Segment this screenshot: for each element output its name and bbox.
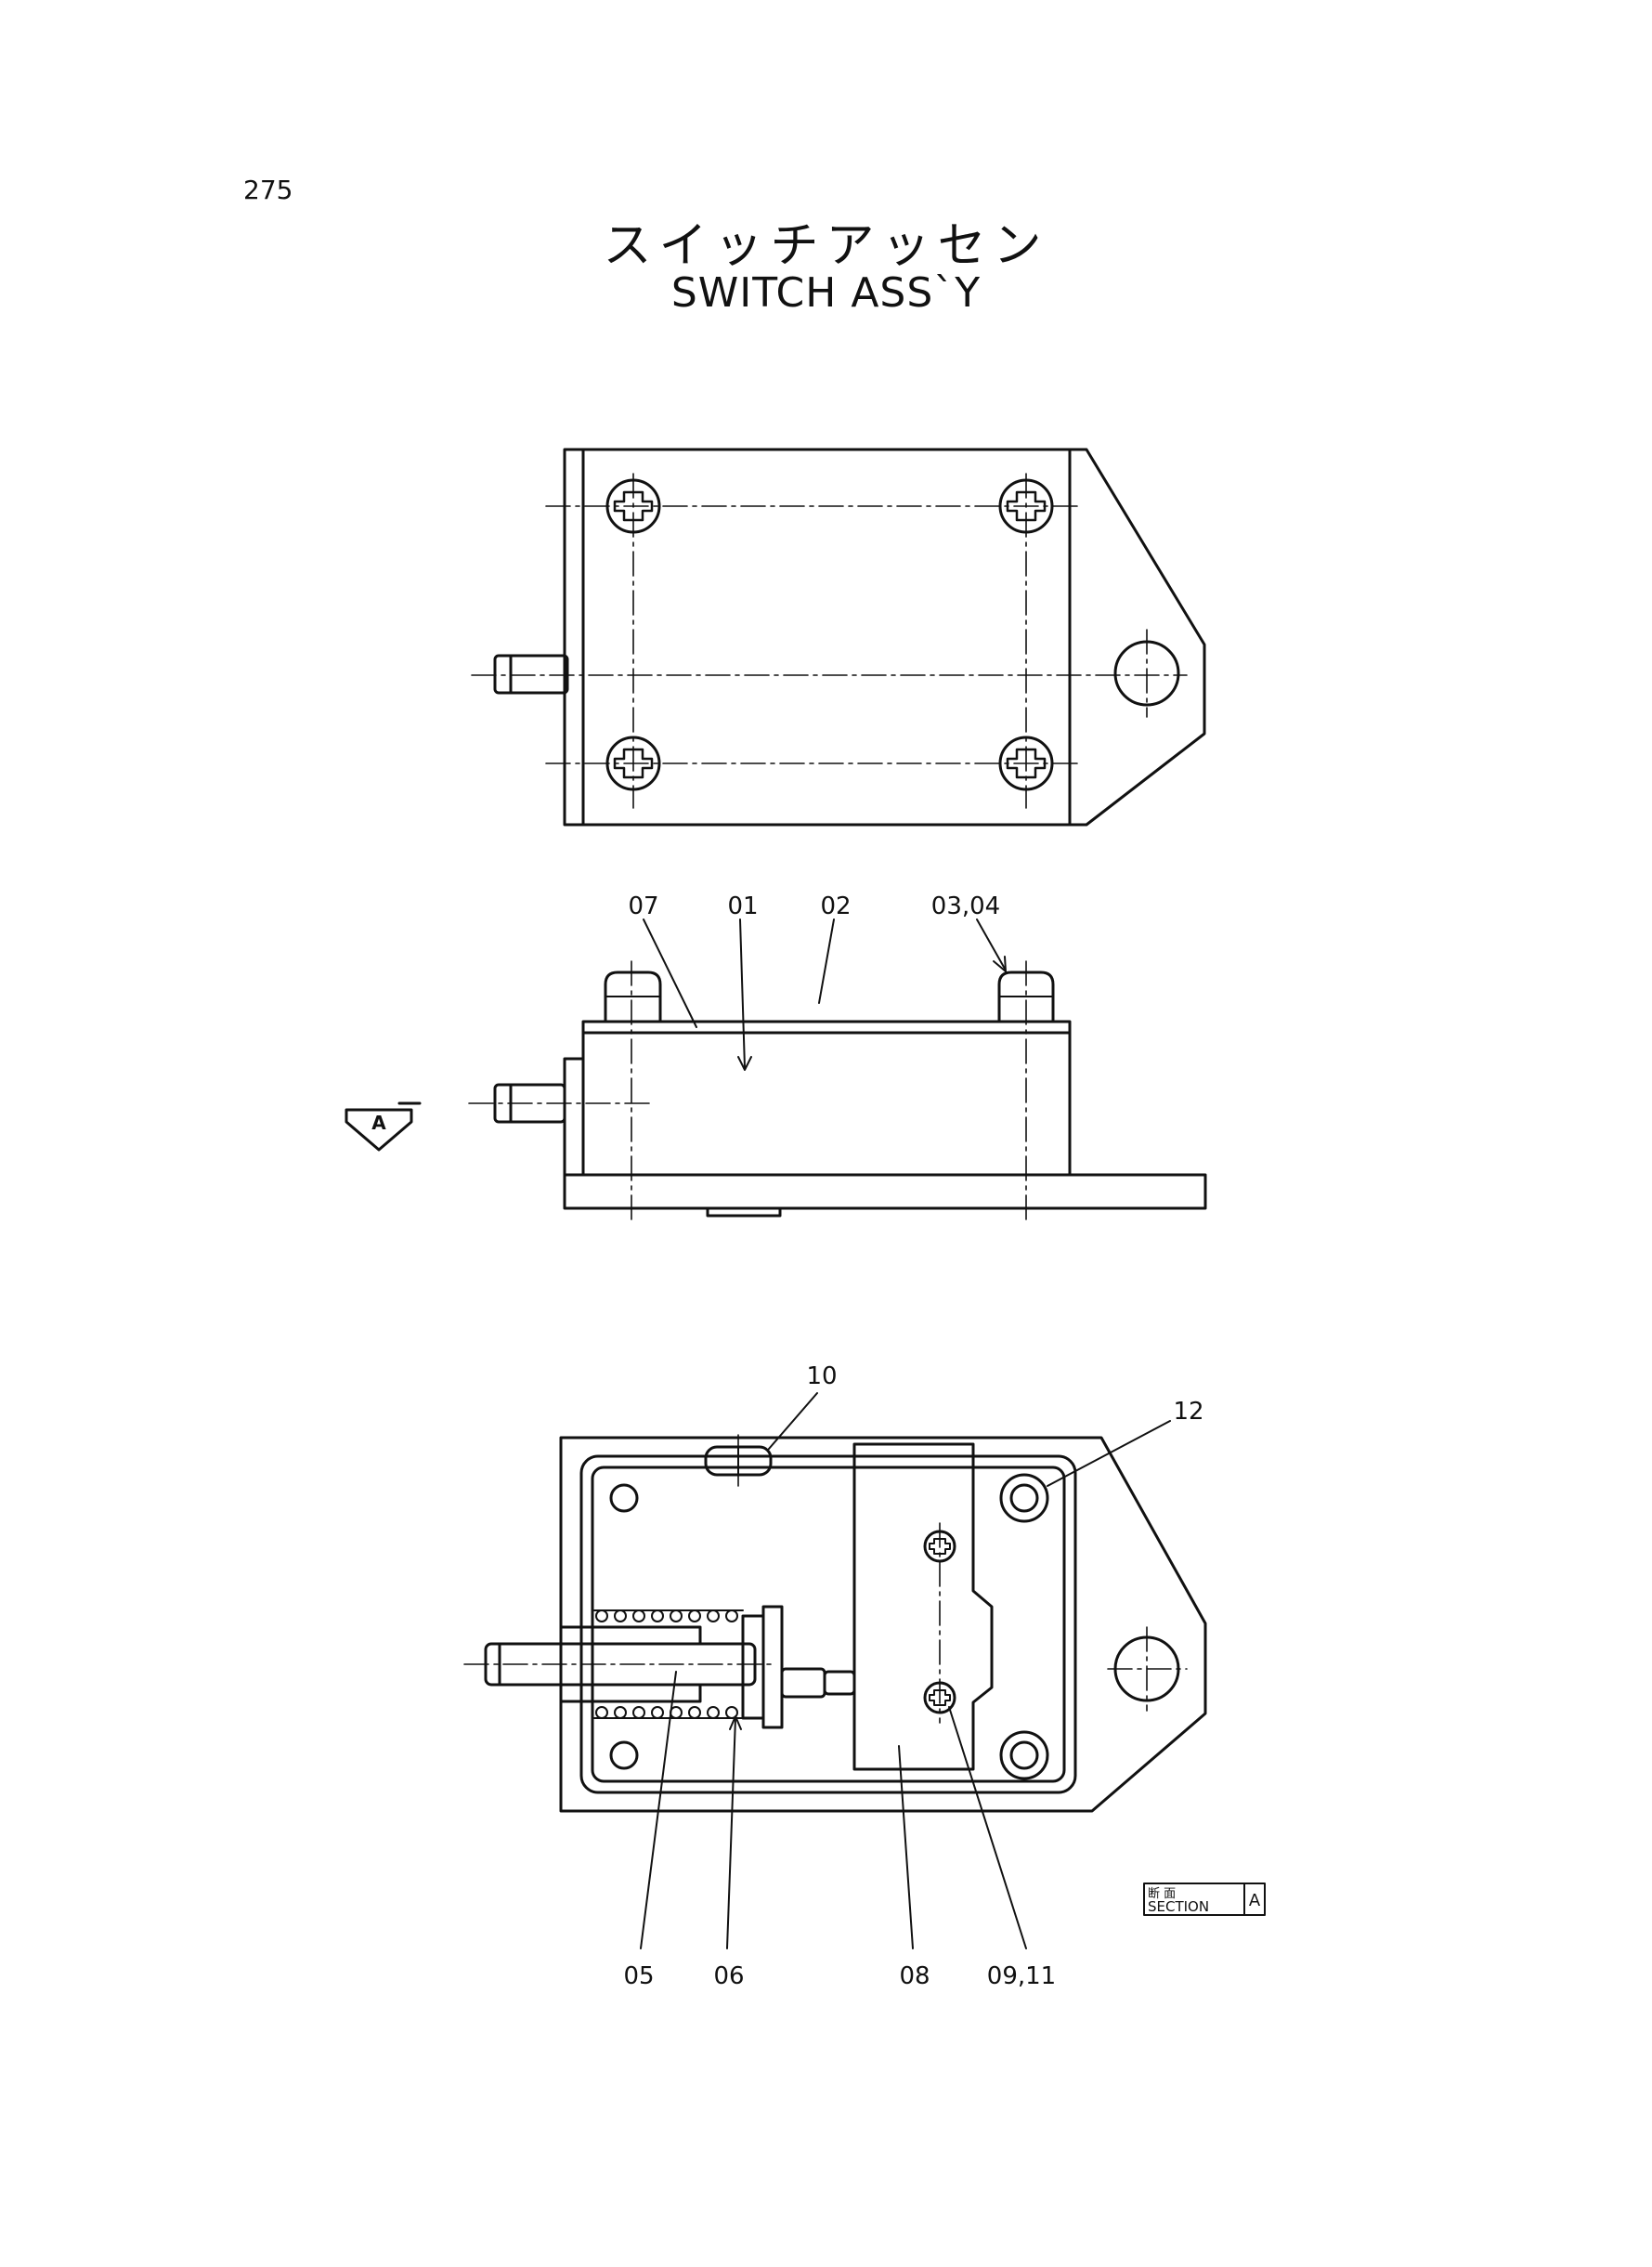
section-label-jp: 断 面 bbox=[1148, 1887, 1176, 1901]
side-view: A 07 01 02 03,04 bbox=[345, 892, 1207, 1225]
side-view-bottom-stud bbox=[706, 1206, 782, 1218]
top-view-outline bbox=[563, 448, 1206, 827]
washer-part-12-icon bbox=[999, 1473, 1049, 1523]
top-view-centerlines bbox=[471, 473, 1188, 809]
top-view-plunger bbox=[493, 654, 569, 695]
section-marker-A: A bbox=[345, 1101, 422, 1152]
section-view-leaders bbox=[640, 1392, 1171, 1949]
callout-07: 07 bbox=[628, 892, 658, 920]
side-view-leaders bbox=[643, 919, 1007, 1071]
plunger-stem bbox=[780, 1667, 826, 1699]
callout-08: 08 bbox=[899, 1962, 930, 1990]
section-view: 10 12 05 06 08 09,11 断 面 SECTION A bbox=[463, 1362, 1266, 1990]
side-view-plunger-boss bbox=[563, 1057, 585, 1177]
side-view-body bbox=[581, 1020, 1072, 1177]
callout-03-04: 03,04 bbox=[931, 892, 1000, 920]
switch-actuator-pin bbox=[823, 1670, 856, 1696]
section-view-inner-wall-outer bbox=[579, 1454, 1077, 1794]
plunger-guide-lower bbox=[559, 1683, 702, 1703]
title-japanese: スイッチアッセン bbox=[603, 218, 1049, 274]
callout-02: 02 bbox=[820, 892, 851, 920]
plunger-guide-upper bbox=[559, 1625, 702, 1646]
plunger-head bbox=[741, 1614, 765, 1720]
boss-bottom-left bbox=[609, 1740, 639, 1770]
section-label-en: SECTION bbox=[1148, 1898, 1209, 1915]
side-view-screw-left-icon bbox=[604, 971, 662, 1023]
microswitch-part-08 bbox=[852, 1442, 994, 1771]
callout-10: 10 bbox=[806, 1362, 837, 1390]
section-view-inner-wall-inner bbox=[591, 1466, 1066, 1783]
callout-09-11: 09,11 bbox=[987, 1962, 1056, 1990]
section-marker-letter: A bbox=[371, 1112, 386, 1134]
section-view-outline bbox=[559, 1436, 1207, 1813]
section-label-box: 断 面 SECTION A bbox=[1143, 1883, 1266, 1916]
page-number: 275 bbox=[243, 175, 293, 205]
side-view-base-plate bbox=[563, 1173, 1207, 1210]
washer-bottom-right-icon bbox=[999, 1730, 1049, 1780]
boss-top-left bbox=[609, 1483, 639, 1513]
side-view-centerlines bbox=[468, 960, 1027, 1225]
callout-06: 06 bbox=[713, 1962, 744, 1990]
callout-01: 01 bbox=[727, 892, 758, 920]
section-label-letter: A bbox=[1249, 1891, 1261, 1910]
plunger-flange bbox=[761, 1605, 784, 1729]
callout-12: 12 bbox=[1173, 1398, 1203, 1426]
callout-05: 05 bbox=[623, 1962, 654, 1990]
spring-part-06 bbox=[593, 1609, 744, 1719]
title-english: SWITCH ASS`Y bbox=[670, 269, 982, 317]
section-view-centerlines bbox=[463, 1434, 1188, 1724]
top-view bbox=[471, 448, 1206, 827]
